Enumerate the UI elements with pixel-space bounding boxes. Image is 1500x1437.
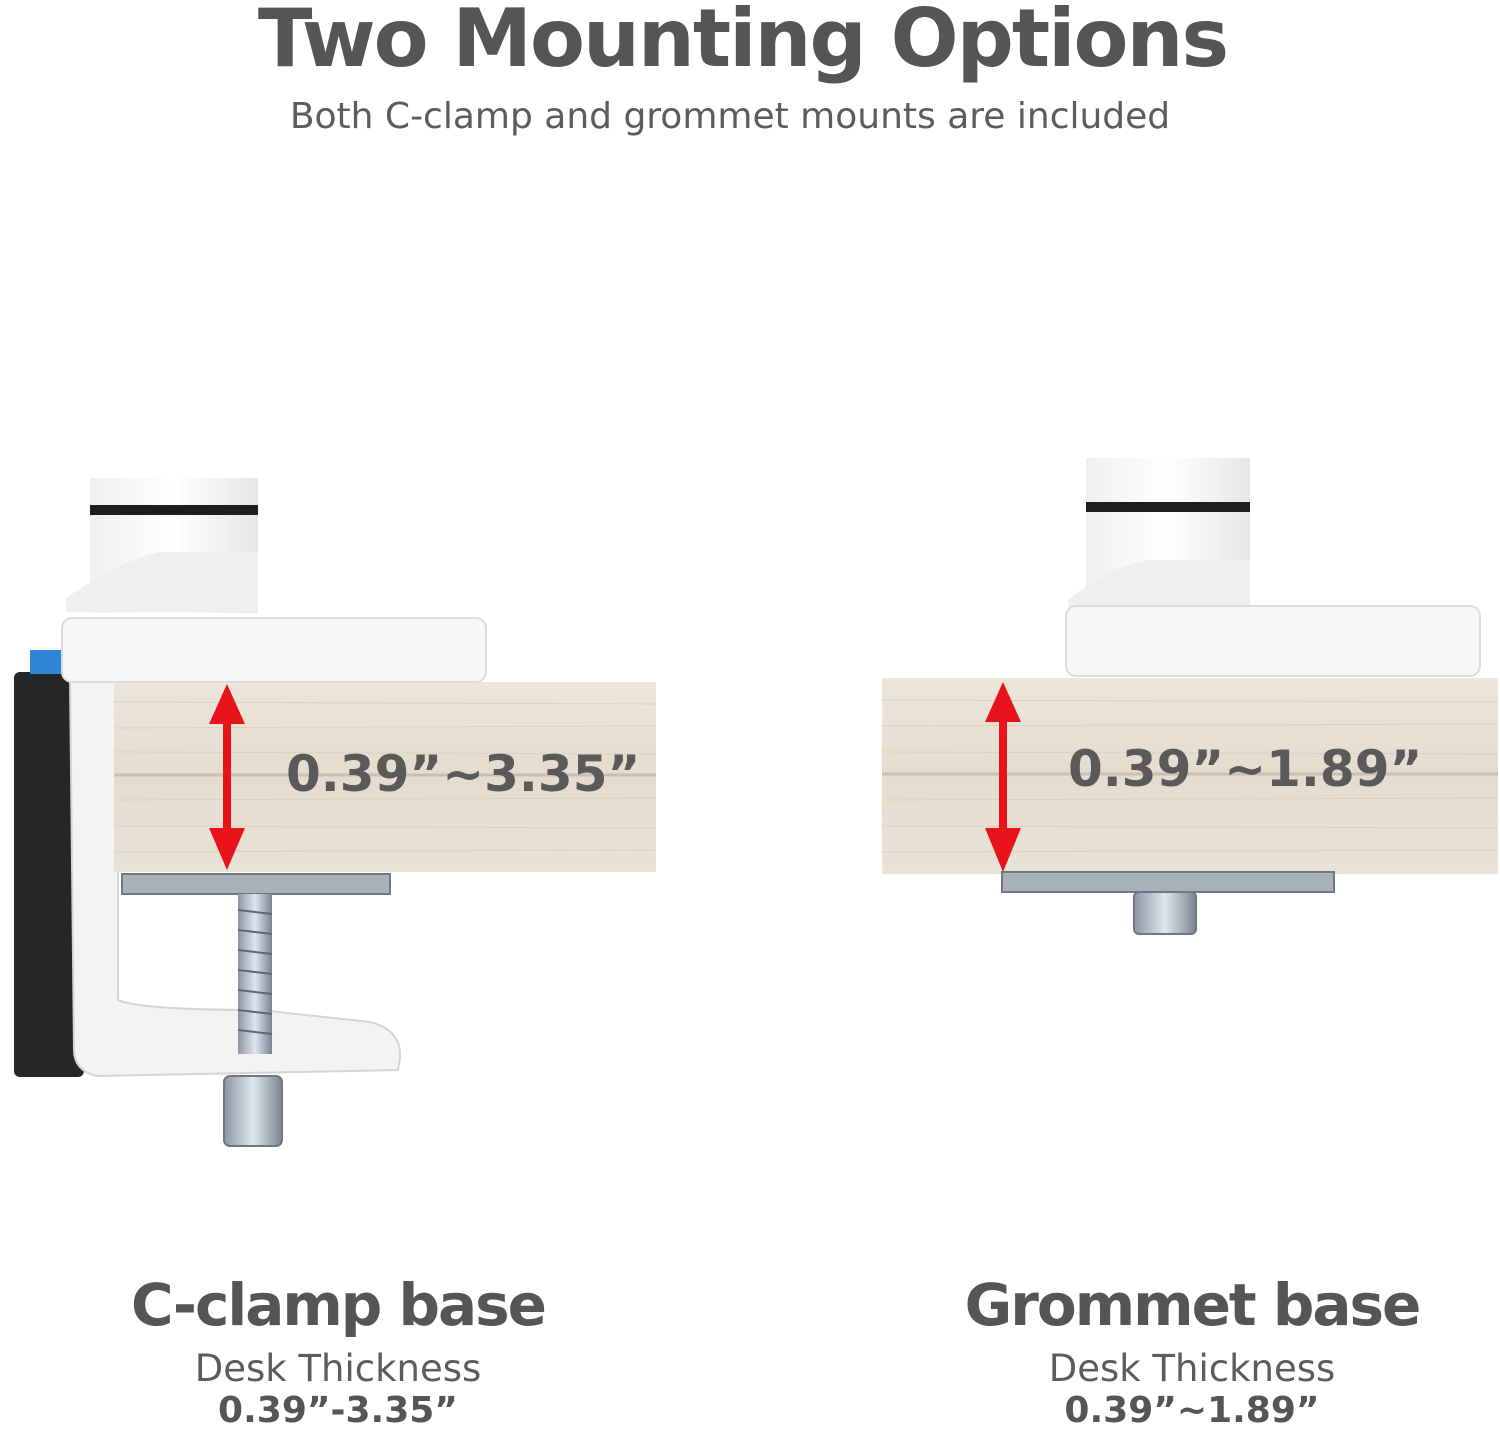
grommet-caption-sub: Desk Thickness bbox=[1048, 1347, 1336, 1390]
cclamp-pressure-plate bbox=[121, 873, 391, 895]
desk-right bbox=[882, 678, 1498, 874]
cable-clip-box bbox=[14, 672, 84, 1077]
cclamp-base-plate bbox=[61, 617, 487, 683]
desk-left bbox=[114, 682, 656, 872]
cclamp-illustration bbox=[14, 478, 657, 1147]
cclamp-caption-title: C-clamp base bbox=[130, 1271, 547, 1339]
cclamp-dimension-label: 0.39”~3.35” bbox=[286, 745, 641, 803]
grommet-bolt bbox=[1133, 891, 1197, 935]
mounting-illustration bbox=[14, 458, 1499, 1147]
grommet-caption: Grommet base Desk Thickness 0.39”~1.89” bbox=[942, 1276, 1442, 1429]
grommet-thickness-arrow bbox=[985, 682, 1021, 872]
grommet-plate bbox=[1001, 871, 1335, 893]
cclamp-knob bbox=[223, 1075, 283, 1147]
cclamp-thickness-arrow bbox=[209, 684, 245, 870]
page-subtitle: Both C-clamp and grommet mounts are incl… bbox=[289, 96, 1171, 137]
cclamp-caption-value: 0.39”-3.35” bbox=[218, 1390, 458, 1431]
cclamp-caption: C-clamp base Desk Thickness 0.39”-3.35” bbox=[88, 1276, 588, 1429]
grommet-dimension-label: 0.39”~1.89” bbox=[1068, 740, 1423, 798]
cclamp-frame bbox=[68, 675, 402, 1078]
page-title: Two Mounting Options bbox=[257, 0, 1229, 85]
grommet-caption-title: Grommet base bbox=[964, 1271, 1422, 1339]
grommet-caption-value: 0.39”~1.89” bbox=[1064, 1390, 1320, 1431]
grommet-base-plate bbox=[1065, 605, 1481, 677]
grommet-illustration bbox=[881, 458, 1499, 935]
cclamp-caption-sub: Desk Thickness bbox=[194, 1347, 482, 1390]
